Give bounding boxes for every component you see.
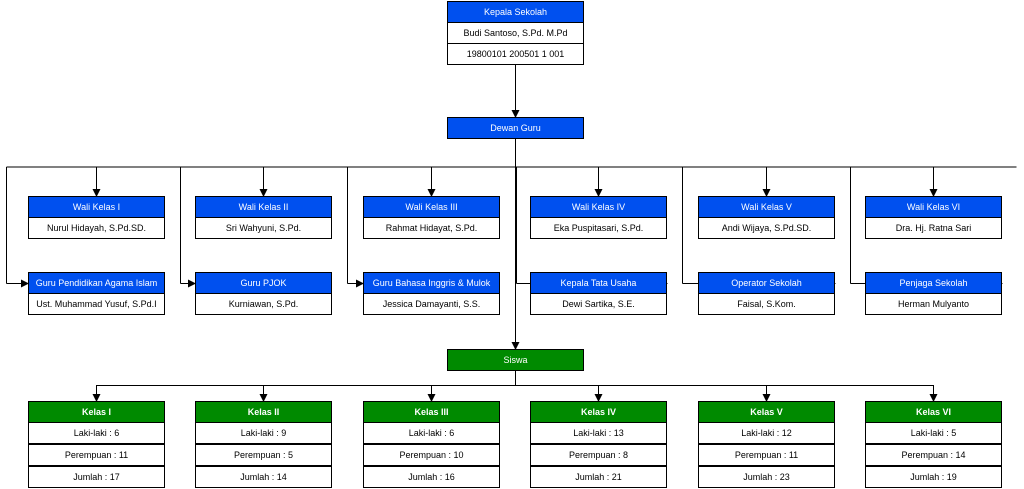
staff-title: Operator Sekolah — [698, 272, 835, 294]
class-male: Laki-laki : 12 — [698, 422, 835, 444]
wali-kelas-title: Wali Kelas VI — [865, 196, 1002, 218]
staff-name: Ust. Muhammad Yusuf, S.Pd.I — [28, 293, 165, 315]
students-box: Siswa — [447, 349, 584, 371]
staff-title: Kepala Tata Usaha — [530, 272, 667, 294]
wali-kelas-name: Eka Puspitasari, S.Pd. — [530, 217, 667, 239]
class-female: Perempuan : 11 — [28, 444, 165, 466]
class-male: Laki-laki : 13 — [530, 422, 667, 444]
class-male: Laki-laki : 6 — [28, 422, 165, 444]
staff-title: Guru PJOK — [195, 272, 332, 294]
staff-name: Kurniawan, S.Pd. — [195, 293, 332, 315]
staff-title: Guru Pendidikan Agama Islam — [28, 272, 165, 294]
class-total: Jumlah : 14 — [195, 466, 332, 488]
class-female: Perempuan : 14 — [865, 444, 1002, 466]
staff-title: Penjaga Sekolah — [865, 272, 1002, 294]
wali-kelas-name: Nurul Hidayah, S.Pd.SD. — [28, 217, 165, 239]
class-title: Kelas III — [363, 401, 500, 423]
wali-kelas-title: Wali Kelas V — [698, 196, 835, 218]
wali-kelas-title: Wali Kelas IV — [530, 196, 667, 218]
staff-name: Jessica Damayanti, S.S. — [363, 293, 500, 315]
class-female: Perempuan : 10 — [363, 444, 500, 466]
class-male: Laki-laki : 5 — [865, 422, 1002, 444]
class-male: Laki-laki : 9 — [195, 422, 332, 444]
class-total: Jumlah : 19 — [865, 466, 1002, 488]
staff-name: Faisal, S.Kom. — [698, 293, 835, 315]
head-nip: 19800101 200501 1 001 — [447, 43, 584, 65]
head-name: Budi Santoso, S.Pd. M.Pd — [447, 22, 584, 44]
council-box: Dewan Guru — [447, 117, 584, 139]
class-total: Jumlah : 16 — [363, 466, 500, 488]
class-title: Kelas II — [195, 401, 332, 423]
class-title: Kelas V — [698, 401, 835, 423]
class-male: Laki-laki : 6 — [363, 422, 500, 444]
staff-name: Dewi Sartika, S.E. — [530, 293, 667, 315]
staff-title: Guru Bahasa Inggris & Mulok — [363, 272, 500, 294]
wali-kelas-name: Dra. Hj. Ratna Sari — [865, 217, 1002, 239]
staff-name: Herman Mulyanto — [865, 293, 1002, 315]
wali-kelas-title: Wali Kelas I — [28, 196, 165, 218]
class-title: Kelas VI — [865, 401, 1002, 423]
wali-kelas-title: Wali Kelas II — [195, 196, 332, 218]
class-female: Perempuan : 5 — [195, 444, 332, 466]
class-total: Jumlah : 23 — [698, 466, 835, 488]
class-total: Jumlah : 21 — [530, 466, 667, 488]
head-title: Kepala Sekolah — [447, 1, 584, 23]
class-female: Perempuan : 8 — [530, 444, 667, 466]
class-title: Kelas I — [28, 401, 165, 423]
wali-kelas-name: Andi Wijaya, S.Pd.SD. — [698, 217, 835, 239]
wali-kelas-title: Wali Kelas III — [363, 196, 500, 218]
class-female: Perempuan : 11 — [698, 444, 835, 466]
class-title: Kelas IV — [530, 401, 667, 423]
wali-kelas-name: Rahmat Hidayat, S.Pd. — [363, 217, 500, 239]
wali-kelas-name: Sri Wahyuni, S.Pd. — [195, 217, 332, 239]
class-total: Jumlah : 17 — [28, 466, 165, 488]
